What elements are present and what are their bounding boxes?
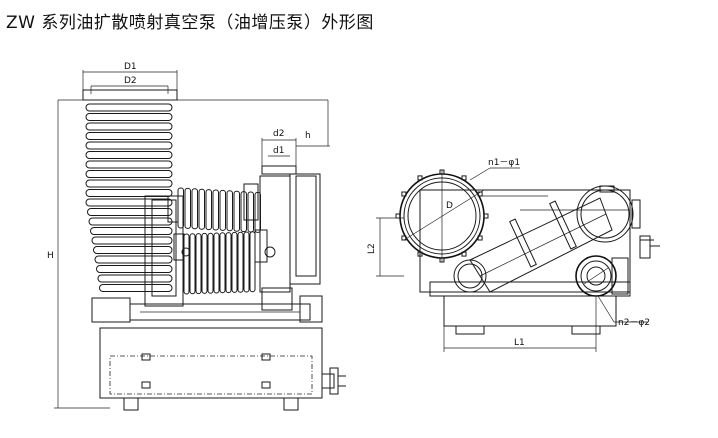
dim-label-d1: d1	[273, 146, 284, 156]
dim-label-H: H	[47, 251, 54, 261]
dim-label-n2-phi2: n2－φ2	[618, 318, 650, 328]
dim-label-d2: d2	[273, 129, 284, 139]
dim-label-D: D	[446, 201, 453, 211]
top-view: D n1－φ1 L2	[367, 158, 660, 352]
dim-label-L2: L2	[367, 243, 377, 254]
dim-label-D1: D1	[124, 62, 137, 72]
dim-label-h: h	[305, 131, 311, 141]
front-view: D1 D2 H h d2 d1	[47, 62, 346, 411]
page-title: ZW 系列油扩散喷射真空泵（油增压泵）外形图	[6, 13, 374, 33]
dim-label-D2: D2	[124, 76, 137, 86]
dim-label-n1-phi1: n1－φ1	[488, 158, 520, 168]
dim-label-L1: L1	[514, 338, 525, 348]
